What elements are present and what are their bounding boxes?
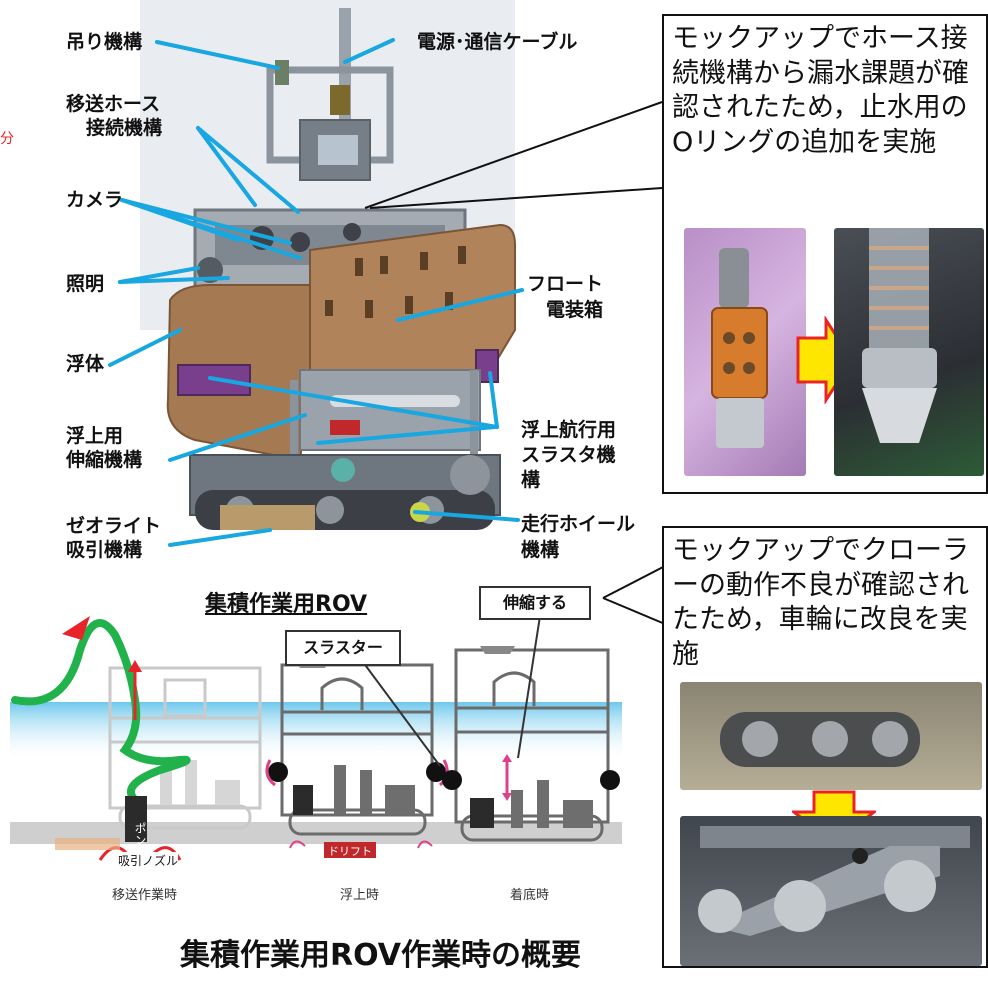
caption-overview-title: 集積作業用ROV作業時の概要 [180,938,582,973]
label-pump: ポンプ [133,822,147,858]
label-drift: ドリフト [328,845,372,858]
side-note: 分 [0,131,14,147]
label-camera: カメラ [66,189,124,211]
rov-rendering [108,0,524,547]
callout-hose-fix-text: モックアップでホース接続機構から漏水課題が確認されたため，止水用のOリングの追加… [672,23,969,158]
label-float-box-1: フロート [527,273,604,295]
photo-crawler-before [680,682,982,790]
tag-telescoping: 伸縮する [479,586,591,620]
label-thruster-1: 浮上航行用 [521,419,617,441]
label-suction-nozzle: 吸引ノズル [118,852,179,869]
photo-hose-before [684,228,806,476]
label-lighting: 照明 [66,273,105,295]
photo-crawler-after [680,816,982,966]
label-hose-connection-2: 接続機構 [86,117,163,139]
callout-crawler-fix-text: モックアップでクローラーの動作不良が確認されたため，車輪に改良を実施 [672,535,969,670]
label-wheel-1: 走行ホイール [521,513,636,535]
callout-pointer-crawler [602,565,666,625]
label-buoy: 浮体 [66,353,105,375]
label-lift-telescopic-2: 伸縮機構 [66,449,143,471]
photo-hose-after [834,228,984,476]
operation-overview-diagram [10,615,622,862]
phase-landed: 着底時 [510,888,550,903]
label-thruster-3: 構 [521,469,541,491]
label-zeolite-suction-1: ゼオライト [66,515,162,537]
caption-rov-title: 集積作業用ROV [205,592,368,617]
phase-floating: 浮上時 [340,888,380,903]
label-float-box-2: 電装箱 [546,299,604,321]
phase-transfer: 移送作業時 [112,888,178,903]
label-hoist: 吊り機構 [66,31,143,53]
tag-thruster: スラスター [285,630,401,666]
callout-pointer-hose [364,101,663,209]
label-power-cable: 電源･通信ケーブル [417,31,578,53]
label-zeolite-suction-2: 吸引機構 [66,539,143,561]
label-thruster-2: スラスタ機 [521,444,616,466]
label-hose-connection-1: 移送ホース [66,93,161,115]
label-wheel-2: 機構 [521,539,560,561]
label-lift-telescopic-1: 浮上用 [66,425,124,447]
